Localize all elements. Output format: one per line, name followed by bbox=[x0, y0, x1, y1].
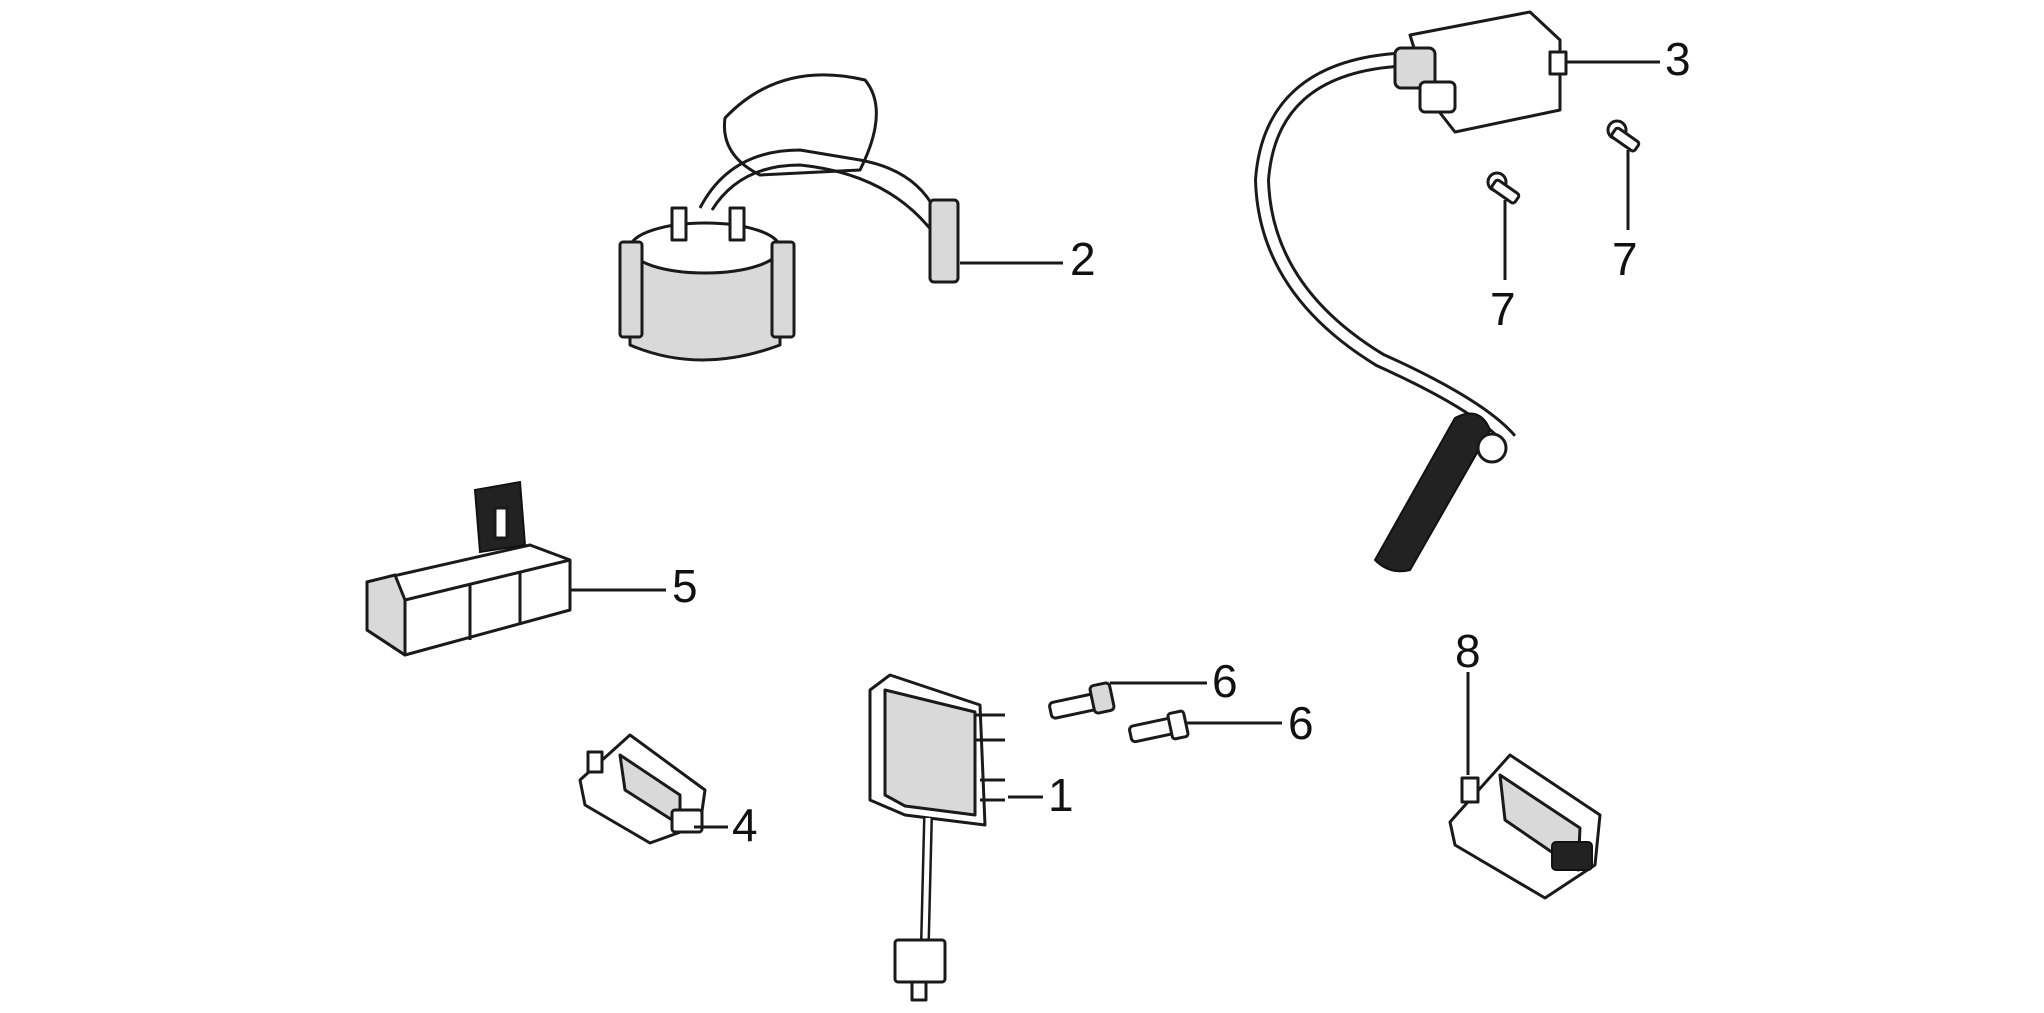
callout-2: 2 bbox=[1070, 233, 1096, 285]
callout-3: 3 bbox=[1665, 33, 1691, 85]
ignition-coil-icon bbox=[1253, 10, 1568, 573]
callout-8: 8 bbox=[1455, 625, 1481, 677]
bolt-icon bbox=[1048, 681, 1116, 720]
relay-icon bbox=[578, 733, 707, 845]
ignition-pickup-icon bbox=[618, 73, 960, 362]
callout-4: 4 bbox=[732, 799, 758, 851]
screw-icon bbox=[1486, 171, 1521, 205]
connector-block-icon bbox=[365, 480, 572, 657]
callout-5: 5 bbox=[672, 560, 698, 612]
callout-1: 1 bbox=[1048, 769, 1074, 821]
regulator-rectifier-icon bbox=[868, 673, 1005, 1002]
callout-6b: 6 bbox=[1288, 697, 1314, 749]
starter-relay-icon bbox=[1448, 753, 1602, 900]
callout-7b: 7 bbox=[1612, 233, 1638, 285]
callout-6a: 6 bbox=[1212, 655, 1238, 707]
callout-7a: 7 bbox=[1490, 283, 1516, 335]
screw-icon bbox=[1606, 119, 1641, 153]
leader-lines bbox=[571, 60, 1660, 829]
bolt-icon bbox=[1128, 709, 1190, 744]
